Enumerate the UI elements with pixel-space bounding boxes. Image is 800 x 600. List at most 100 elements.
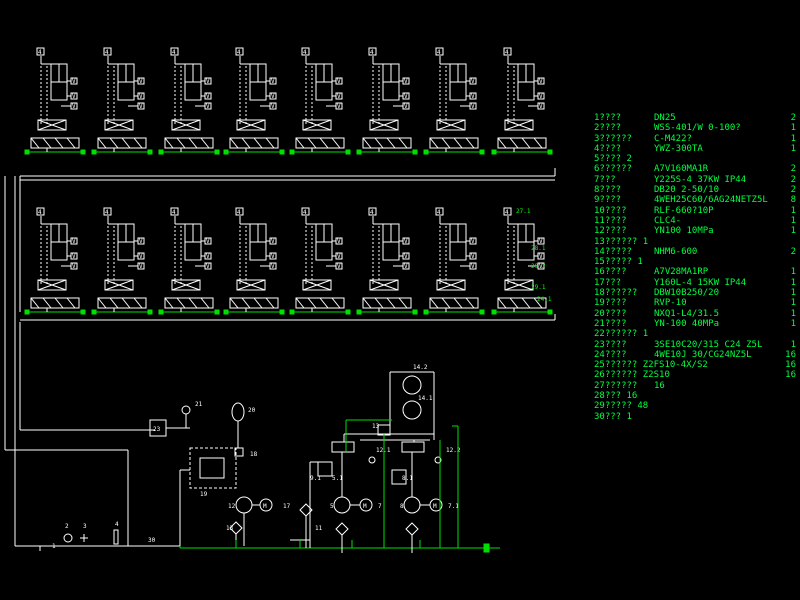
directional-valve: [302, 279, 332, 291]
valve-glyph: V: [337, 93, 341, 100]
filter: [405, 522, 419, 536]
valve-glyph: V: [539, 78, 543, 85]
schematic-line: [200, 297, 210, 309]
schematic-line: [164, 137, 174, 149]
schematic-line: [54, 297, 64, 309]
component-label: 17: [283, 503, 291, 510]
relief-valve: [199, 457, 225, 479]
directional-valve: [504, 119, 534, 131]
pressure-port: [412, 309, 418, 315]
part-name: 16: [654, 380, 665, 391]
pressure-port: [345, 309, 351, 315]
pressure-port: [24, 149, 30, 155]
part-name: RLF-660?10P: [654, 205, 714, 216]
motor-glyph: M: [263, 503, 267, 510]
valve-glyph: V: [539, 238, 543, 245]
part-quantity: 1: [790, 339, 796, 350]
pressure-gauge: [63, 533, 73, 543]
valve-glyph: V: [206, 238, 210, 245]
label-box: [170, 47, 179, 56]
valve-glyph: V: [539, 93, 543, 100]
schematic-line: [436, 279, 466, 291]
valve-glyph: V: [271, 78, 275, 85]
part-number: 1????: [594, 113, 622, 123]
component-label: 23: [153, 426, 161, 433]
schematic-line: [307, 137, 317, 149]
label-box: [235, 207, 244, 216]
directional-valve: [236, 119, 266, 131]
valve-glyph: V: [539, 103, 543, 110]
schematic-line: [295, 297, 305, 309]
schematic-line: [54, 137, 64, 149]
valve-glyph: V: [72, 263, 76, 270]
valve-number-label: 4: [303, 49, 307, 56]
schematic-line: [362, 137, 372, 149]
schematic-line: [66, 297, 76, 309]
valve-number-label: 4: [237, 49, 241, 56]
schematic-line: [30, 297, 40, 309]
pressure-port: [479, 149, 485, 155]
valve-glyph: V: [72, 253, 76, 260]
valve-glyph: V: [471, 263, 475, 270]
pressure-port: [279, 309, 285, 315]
valve-glyph: V: [337, 238, 341, 245]
valve-number-label: 4: [38, 209, 42, 216]
valve-number-label: 4: [437, 49, 441, 56]
schematic-line: [386, 297, 396, 309]
parts-list-row: 11????CLC4-1: [594, 216, 800, 226]
component-label: 5: [330, 503, 334, 510]
port-label: 24.1: [537, 296, 552, 303]
part-quantity: 1: [790, 123, 796, 134]
label-box: [503, 207, 512, 216]
schematic-line: [236, 119, 266, 131]
variable-pump: [333, 496, 351, 514]
component-label: 20: [248, 407, 256, 414]
part-quantity: 1: [790, 308, 796, 319]
pressure-port: [158, 149, 164, 155]
part-number: 3??????: [594, 133, 632, 144]
part-quantity: 1: [790, 143, 796, 154]
pressure-port: [547, 309, 553, 315]
part-quantity: 2: [790, 185, 796, 196]
schematic-line: [229, 297, 239, 309]
schematic-line: [121, 137, 131, 149]
schematic-line: [533, 137, 543, 149]
component-label: 3: [83, 523, 87, 530]
label-box: [235, 47, 244, 56]
valve-glyph: V: [539, 253, 543, 260]
part-quantity: 2: [790, 113, 796, 123]
component-label: 1: [52, 543, 56, 550]
valve-glyph: V: [206, 93, 210, 100]
pressure-port: [147, 149, 153, 155]
valve-glyph: V: [404, 78, 408, 85]
part-number: 8????: [594, 185, 622, 196]
schematic-line: [453, 137, 463, 149]
schematic-line: [504, 119, 534, 131]
part-quantity: 16: [785, 370, 796, 381]
schematic-line: [441, 137, 451, 149]
schematic-line: [265, 297, 275, 309]
parts-list-row: 29????? 48: [594, 401, 800, 411]
parts-list-row: 22?????? 1: [594, 329, 800, 339]
valve-number-label: 4: [370, 209, 374, 216]
component-label: 30: [148, 537, 156, 544]
valve-number-label: 4: [172, 209, 176, 216]
part-number: 12????: [594, 226, 627, 237]
part-quantity: 1: [790, 318, 796, 329]
label-box: [368, 207, 377, 216]
valve-number-label: 4: [370, 49, 374, 56]
relief-valve: [391, 469, 407, 485]
component-label: 7: [378, 503, 382, 510]
variable-pump: [403, 496, 421, 514]
schematic-line: [465, 137, 475, 149]
part-number: 20????: [594, 308, 627, 319]
part-number: 13?????? 1: [594, 236, 649, 247]
